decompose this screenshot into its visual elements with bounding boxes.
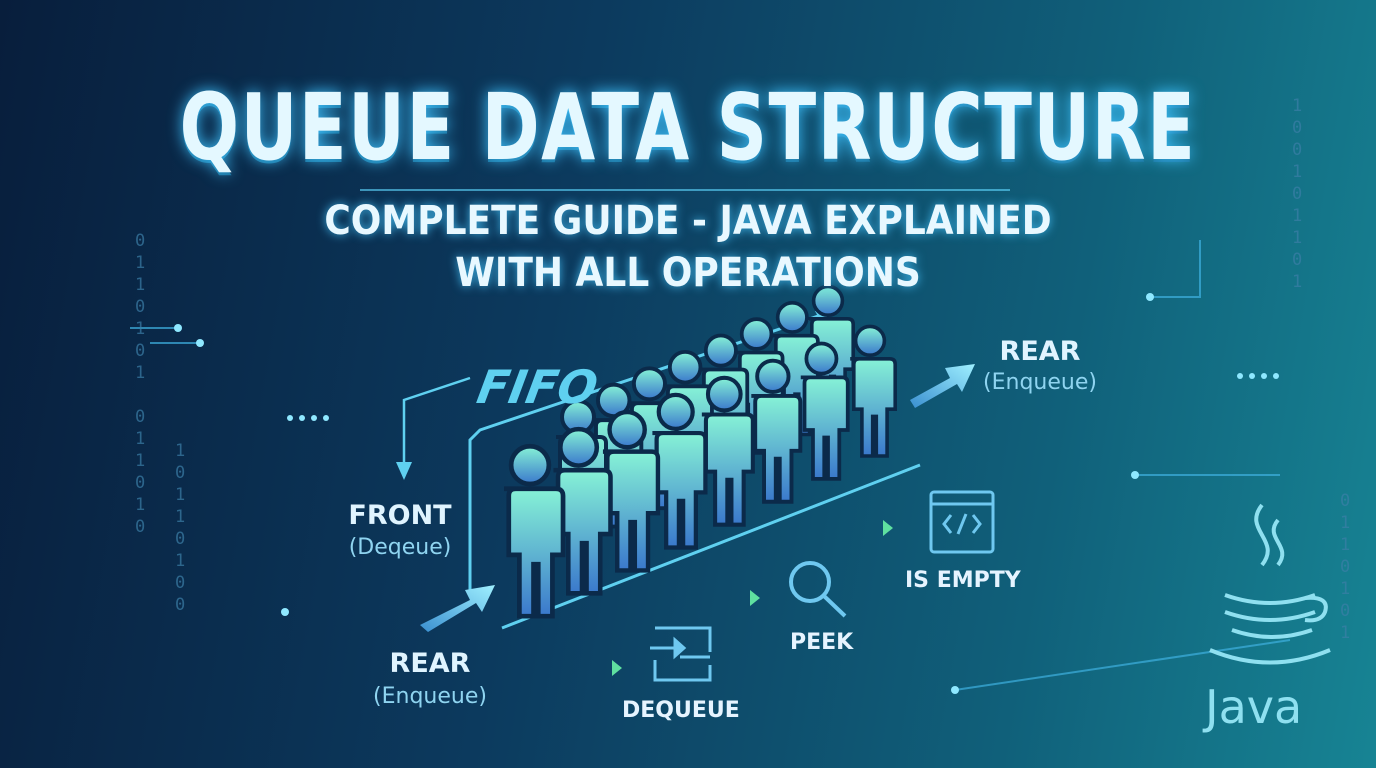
op-isempty-label: IS EMPTY: [905, 568, 1021, 593]
fifo-label: FIFO: [473, 360, 602, 414]
person-front: [602, 409, 661, 573]
glow-dots: [174, 293, 1279, 694]
front-sublabel: (Deqeue): [348, 535, 452, 560]
rear-right-label: REAR: [999, 336, 1081, 367]
op-peek-label: PEEK: [790, 630, 854, 655]
binary-decoration-right-2: 0 1 1 0 1 0 1: [1340, 491, 1351, 643]
rear-left-label: REAR: [389, 648, 471, 679]
person-front: [652, 392, 708, 550]
code-window-icon: [929, 490, 995, 554]
enqueue-arrow-right: [910, 364, 975, 408]
dequeue-icon: [650, 626, 712, 682]
person-front: [504, 443, 566, 619]
person-front: [701, 375, 755, 527]
people-queue: [504, 284, 897, 619]
subtitle-line-2: WITH ALL OPERATIONS: [455, 250, 921, 296]
circuit-lines: [130, 240, 1291, 691]
binary-decoration-left: 0 1 1 0 1 0 1 0 1 1 0 1 0: [135, 231, 146, 537]
java-logo-text: Java: [1205, 680, 1303, 734]
rear-right-sublabel: (Enqueue): [983, 370, 1097, 395]
person-front: [800, 341, 850, 481]
person-front: [553, 426, 613, 596]
person-front: [751, 358, 803, 504]
binary-decoration-right: 1 0 0 1 0 1 1 0 1: [1292, 96, 1303, 292]
enqueue-arrow-left: [420, 585, 495, 632]
op-bullets: [612, 520, 893, 676]
java-coffee-cup-icon: [1209, 503, 1331, 665]
subtitle-line-1: COMPLETE GUIDE - JAVA EXPLAINED: [324, 198, 1052, 244]
binary-decoration-left-2: 1 0 1 1 0 1 0 0: [175, 441, 186, 615]
page-title: QUEUE DATA STRUCTURE: [179, 74, 1197, 181]
rear-left-sublabel: (Enqueue): [373, 684, 487, 709]
person-front: [850, 324, 897, 458]
op-dequeue-label: DEQUEUE: [622, 698, 740, 723]
front-arrow-head: [396, 462, 412, 480]
magnifier-icon: [789, 561, 847, 618]
front-label: FRONT: [348, 500, 452, 531]
